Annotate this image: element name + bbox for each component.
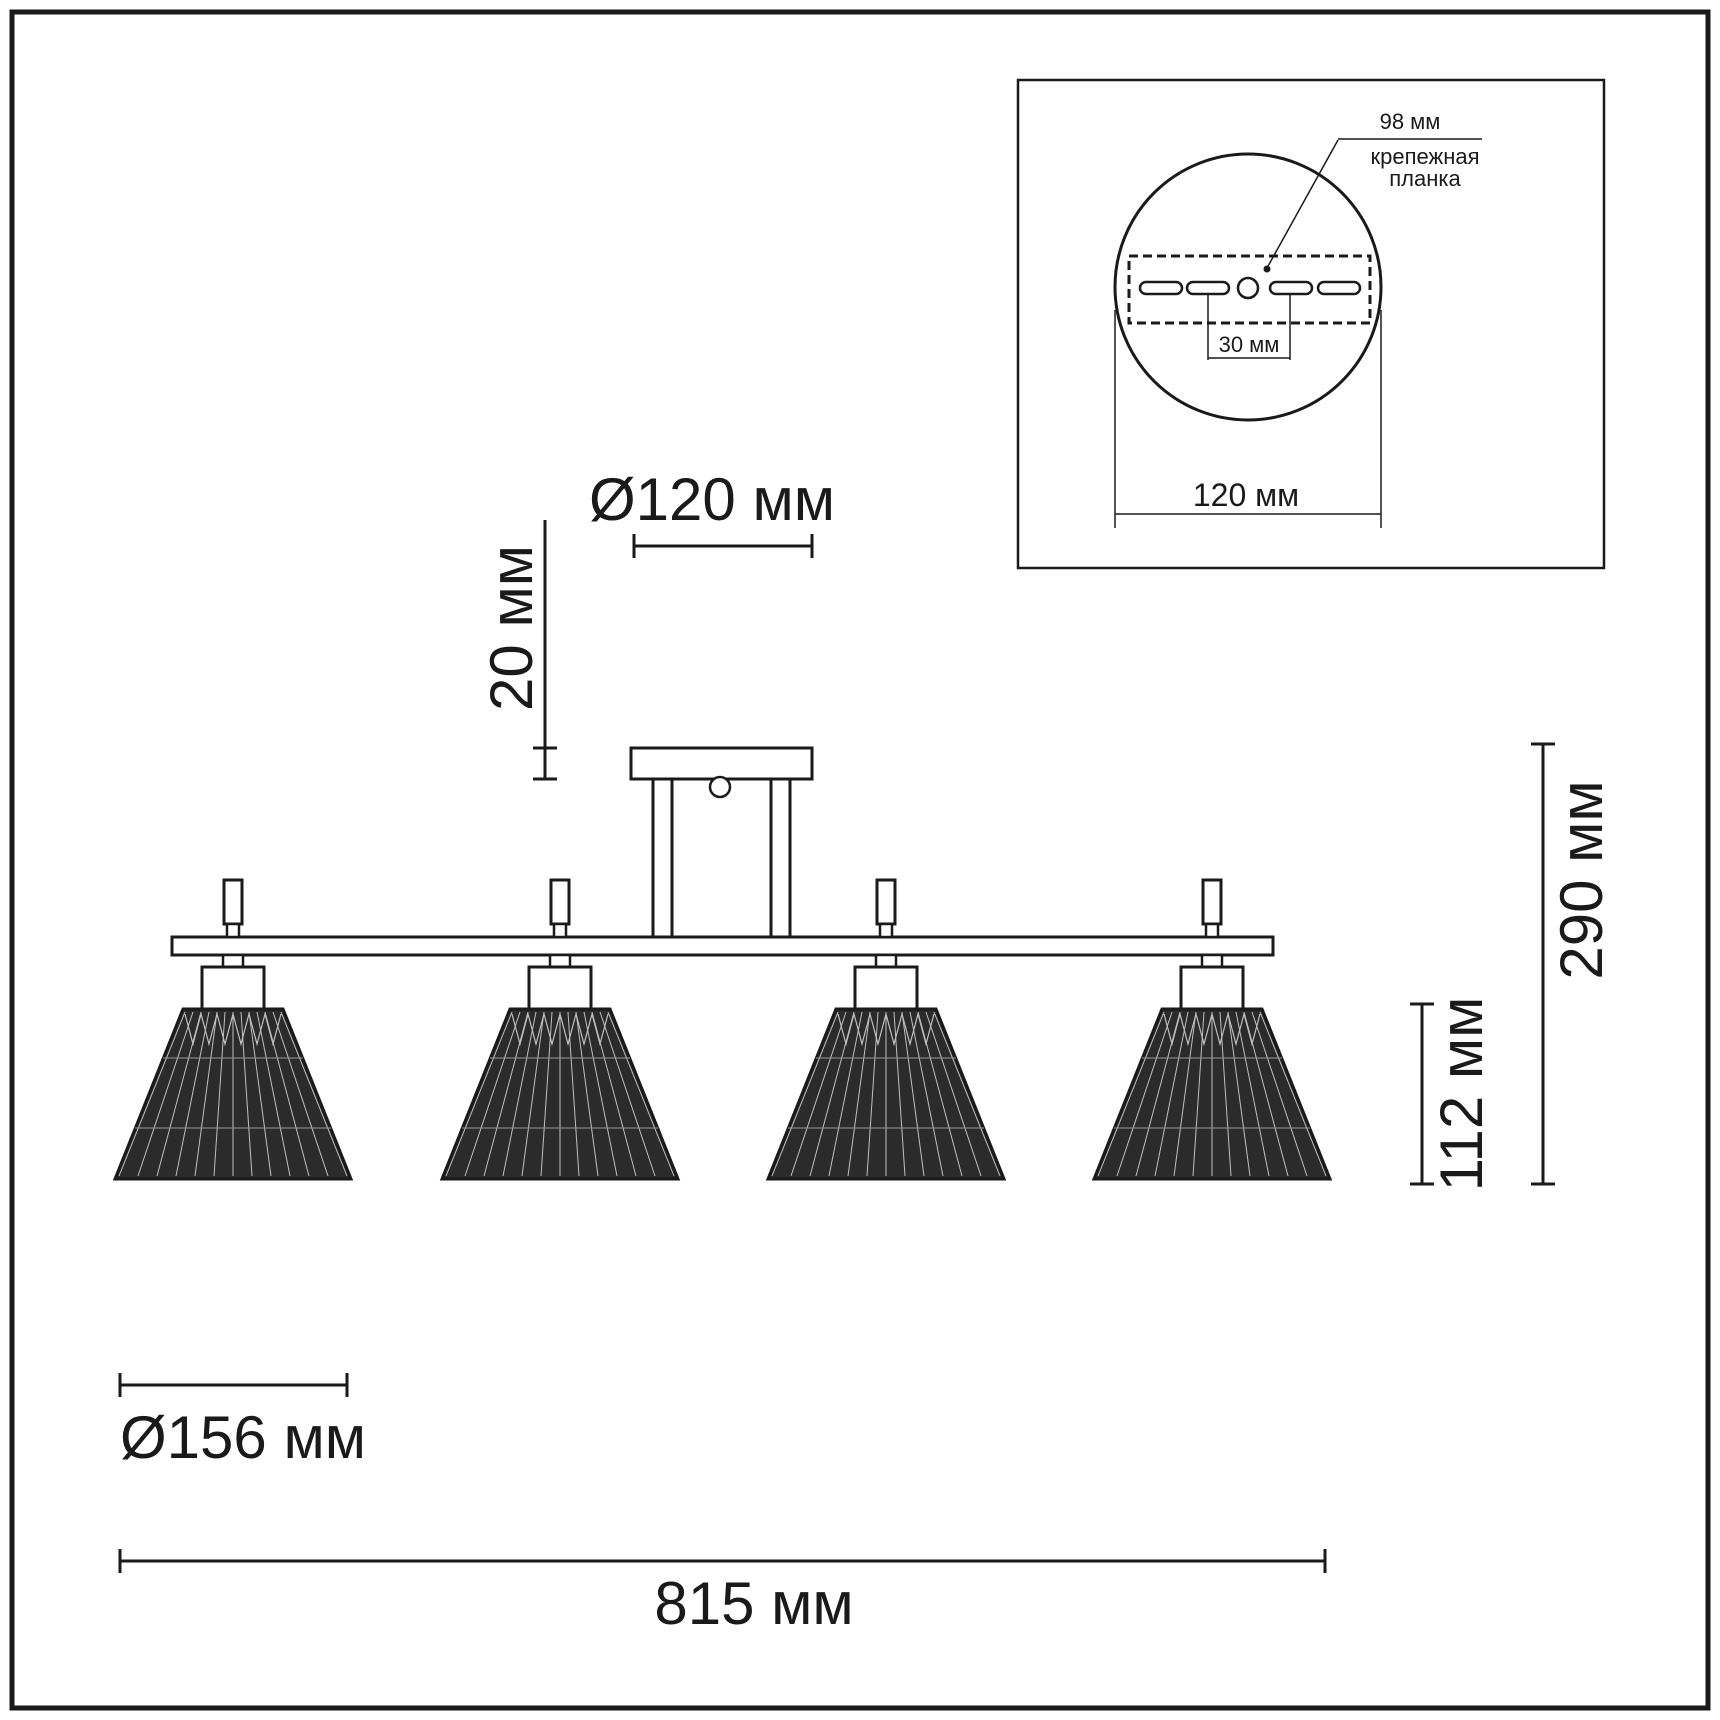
lamp-shade-rib xyxy=(925,1011,982,1177)
lamp-shade-rib xyxy=(272,1011,329,1177)
lamp-shade-rib xyxy=(1251,1011,1308,1177)
lamp-shade-rib xyxy=(828,1011,863,1177)
dim-shade-height: 112 мм xyxy=(1410,997,1495,1192)
lamp-stud-nut xyxy=(878,922,894,939)
lamp-shade-rib xyxy=(194,1011,218,1177)
dim-total-height: 290 мм xyxy=(1531,742,1615,1186)
canopy-circle xyxy=(1113,152,1383,422)
lamp-connector xyxy=(1200,953,1224,969)
label-98: 98 мм xyxy=(1380,109,1441,134)
lamp-socket xyxy=(200,965,266,1011)
lamp-shade-rib xyxy=(901,1011,925,1177)
label-canopy-diameter: Ø120 мм xyxy=(589,466,835,533)
lamp-shade-rib xyxy=(933,1011,1001,1177)
label-120: 120 мм xyxy=(1193,477,1299,513)
lamp-body xyxy=(112,746,1333,1181)
lamp-shade-rib xyxy=(521,1011,545,1177)
label-bracket-line1: крепежная xyxy=(1370,144,1479,169)
lamp-shade-rib xyxy=(1154,1011,1189,1177)
lamp-shade-rib xyxy=(847,1011,871,1177)
dim-canopy-diameter: Ø120 мм xyxy=(589,466,835,558)
label-shade-height: 112 мм xyxy=(1428,997,1495,1192)
lamp-shade-pattern xyxy=(1163,1011,1261,1047)
lamp-shade-rib xyxy=(909,1011,944,1177)
lamp-shade-rib xyxy=(464,1011,521,1177)
bracket-center-hole xyxy=(1236,276,1260,300)
lamp-connector xyxy=(874,953,898,969)
label-30: 30 мм xyxy=(1219,332,1280,357)
bracket-slot xyxy=(1138,280,1184,296)
horizontal-bar xyxy=(170,935,1275,957)
lamp-shade-rib xyxy=(575,1011,599,1177)
lamp-top-stud xyxy=(1201,878,1223,926)
mounting-plate-inset: 98 мм крепежная планка 30 мм 120 мм xyxy=(1016,78,1606,570)
lamp-shade-pattern xyxy=(511,1011,609,1047)
lamp-shade-rib xyxy=(771,1011,839,1177)
lamp-top-stud xyxy=(549,878,571,926)
lamp-shade-rib xyxy=(607,1011,675,1177)
lamp-shade-rib xyxy=(790,1011,847,1177)
lamp-shade-rib xyxy=(248,1011,272,1177)
lamp-top-stud xyxy=(875,878,897,926)
lamp-shade-rib xyxy=(445,1011,513,1177)
lamp-shade-rib xyxy=(583,1011,618,1177)
outer-frame xyxy=(9,9,1711,1711)
lamp-shade-rib xyxy=(1173,1011,1197,1177)
label-canopy-height: 20 мм xyxy=(478,545,545,711)
lamp-shade-rib xyxy=(1227,1011,1251,1177)
lamp-shade-rib xyxy=(502,1011,537,1177)
support-post-right xyxy=(769,777,792,943)
lamp-shade-rib xyxy=(1097,1011,1165,1177)
lamp-shade-rib xyxy=(1235,1011,1270,1177)
lamp-socket xyxy=(527,965,593,1011)
label-bracket-line2: планка xyxy=(1389,166,1461,191)
lamp-shade-rib xyxy=(1259,1011,1327,1177)
support-post-left xyxy=(651,777,674,943)
lamp-socket xyxy=(853,965,919,1011)
lamp-shade-rib xyxy=(599,1011,656,1177)
lamp-socket xyxy=(1179,965,1245,1011)
dim-total-width: 815 мм xyxy=(118,1549,1327,1637)
lamp-stud-nut xyxy=(225,922,241,939)
dim-shade-diameter: Ø156 мм xyxy=(118,1373,366,1471)
canopy-screw xyxy=(708,775,732,799)
lamp-shade-rib xyxy=(1116,1011,1173,1177)
lamp-shade-pattern xyxy=(837,1011,935,1047)
bracket-slot xyxy=(1268,280,1314,296)
lamp-connector xyxy=(221,953,245,969)
label-shade-diameter: Ø156 мм xyxy=(120,1404,366,1471)
lamp-connector xyxy=(548,953,572,969)
dim-canopy-height: 20 мм xyxy=(478,520,557,781)
lamp-shade-rib xyxy=(118,1011,186,1177)
canopy-plate xyxy=(629,746,814,781)
lamp-shade-rib xyxy=(137,1011,194,1177)
mounting-bracket-outline xyxy=(1127,254,1372,325)
lamp-top-stud xyxy=(222,878,244,926)
lamp-shade-rib xyxy=(280,1011,348,1177)
lamp-shade-rib xyxy=(175,1011,210,1177)
lamp-stud-nut xyxy=(1204,922,1220,939)
bracket-leader-line xyxy=(1266,139,1339,269)
bracket-slot xyxy=(1316,280,1362,296)
lamp-shade-rib xyxy=(256,1011,291,1177)
lamp-shade-pattern xyxy=(184,1011,282,1047)
label-total-height: 290 мм xyxy=(1548,780,1615,979)
lamp-stud-nut xyxy=(552,922,568,939)
label-total-width: 815 мм xyxy=(654,1570,853,1637)
bracket-leader-dot xyxy=(1263,265,1271,273)
